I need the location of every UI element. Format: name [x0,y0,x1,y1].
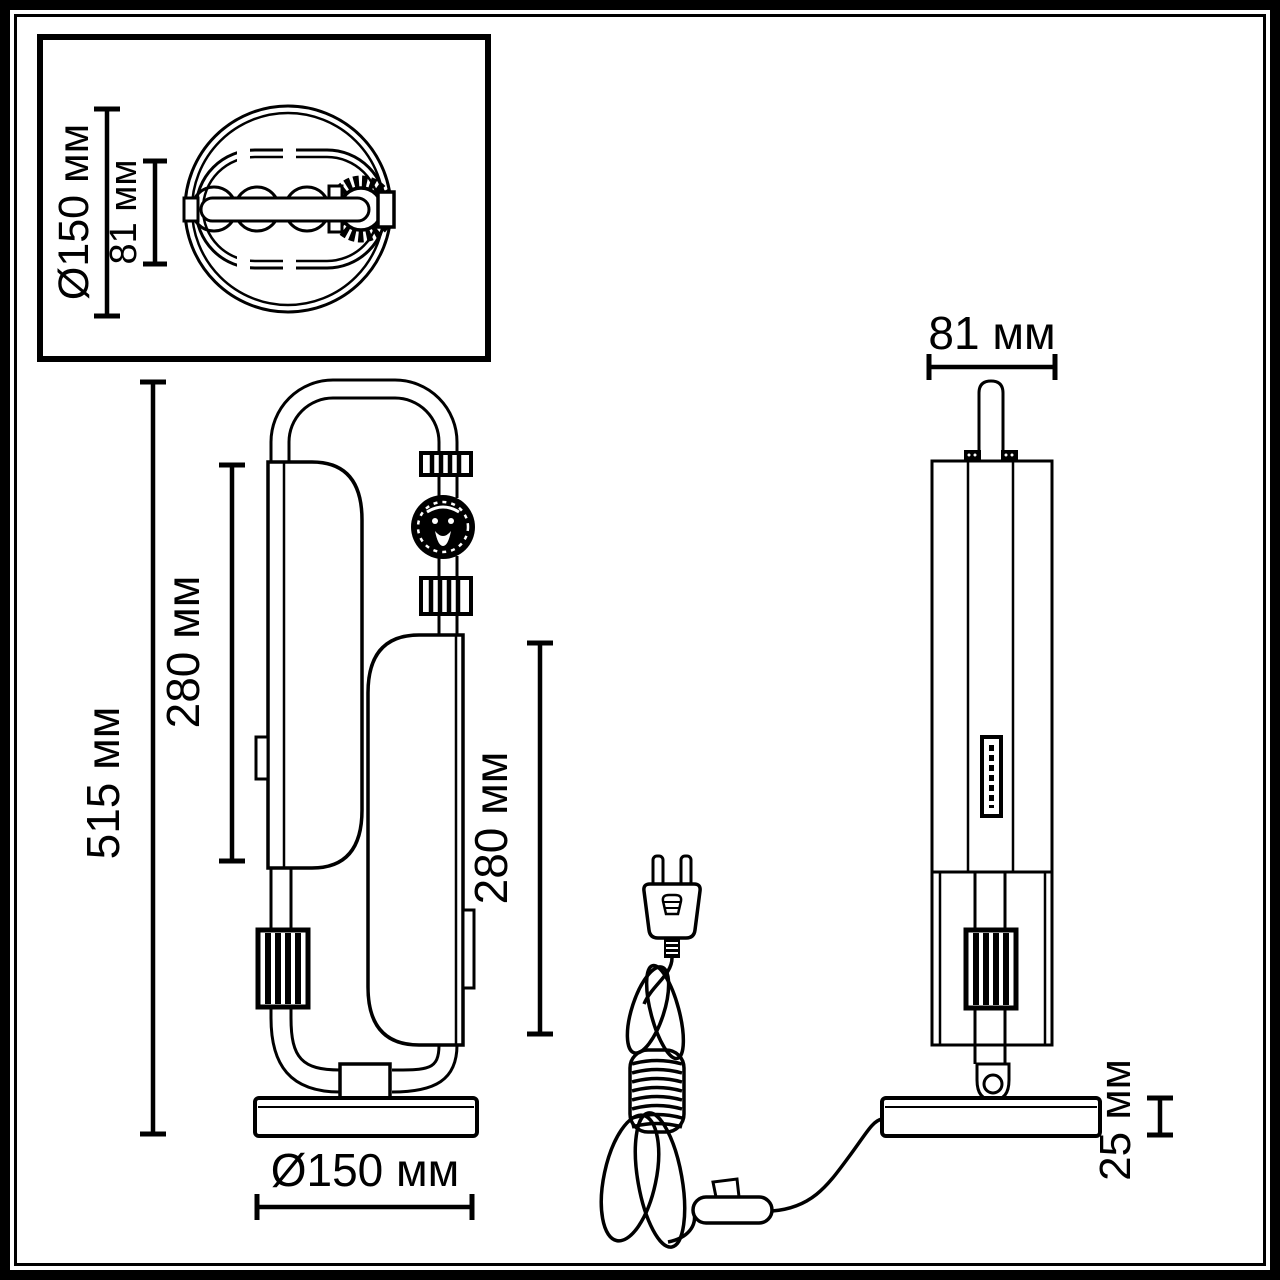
base-front [880,1096,1102,1138]
inline-switch [691,1177,774,1225]
power-cord-assembly [599,854,883,1249]
shade-switch-tab [461,908,476,990]
ribbed-ring-upper [419,451,473,477]
label-plate [980,735,1003,818]
base-side [253,1096,479,1138]
dimension-inset-width: 81 мм [103,158,167,267]
inset-width-label: 81 мм [103,159,145,264]
ring-ribs [429,455,462,473]
inner-frame [14,14,1266,1266]
dimension-inset-diameter: Ø150 мм [50,106,120,319]
ribbed-cylinder-left [255,927,311,1010]
power-cable [771,1117,883,1213]
base-diameter-label: Ø150 мм [271,1144,460,1196]
side-view: 515 мм 280 мм 280 мм Ø150 мм [77,378,553,1220]
shade-switch-tab [254,735,270,781]
switch-lever [711,1177,741,1199]
lamp-shade-right [366,633,476,1047]
right-shade-label: 280 мм [465,752,517,905]
bottom-bend-tubes [269,1017,459,1094]
front-view: 81 мм [880,307,1173,1181]
front-width-label: 81 мм [928,307,1055,359]
stem-tube [977,379,1005,461]
gap [237,254,250,274]
dimension-right-shade: 280 мм [465,640,553,1037]
plug-prong [651,854,665,888]
arm-bar-top [199,196,371,223]
gap [237,144,250,164]
pivot-yoke [975,1062,1011,1102]
dimension-front-width: 81 мм [926,307,1058,380]
cable-coil [599,957,697,1249]
cylinder-ribs [265,933,301,1004]
gap [283,254,296,274]
pedestal-block [338,1062,392,1100]
total-height-label: 515 мм [77,707,129,860]
gap [283,144,296,164]
right-tube [437,475,459,637]
end-bracket [376,190,396,229]
lamp-shade-left [254,460,364,870]
dimension-left-shade: 280 мм [157,462,245,864]
strain-relief [664,938,680,958]
lion-medallion [411,495,475,559]
left-shade-label: 280 мм [157,576,209,729]
ring-ribs [428,580,461,612]
inset-diameter-label: Ø150 мм [50,124,98,300]
dimension-base-diameter: Ø150 мм [254,1144,475,1220]
base-thickness-label: 25 мм [1091,1059,1140,1181]
ribbed-cylinder-front [963,927,1019,1011]
ribbed-ring-lower [419,576,473,616]
inset-top-view: Ø150 мм 81 мм [37,34,491,362]
switch-body [691,1195,774,1225]
left-stub [182,196,200,223]
cylinder-ribs [973,933,1009,1005]
arch-tube [269,378,459,472]
power-plug [642,854,702,958]
dimension-total-height: 515 мм [77,379,166,1137]
stem-brackets [964,450,1018,461]
dimension-base-thickness: 25 мм [1091,1059,1173,1181]
plug-prong [679,854,693,888]
